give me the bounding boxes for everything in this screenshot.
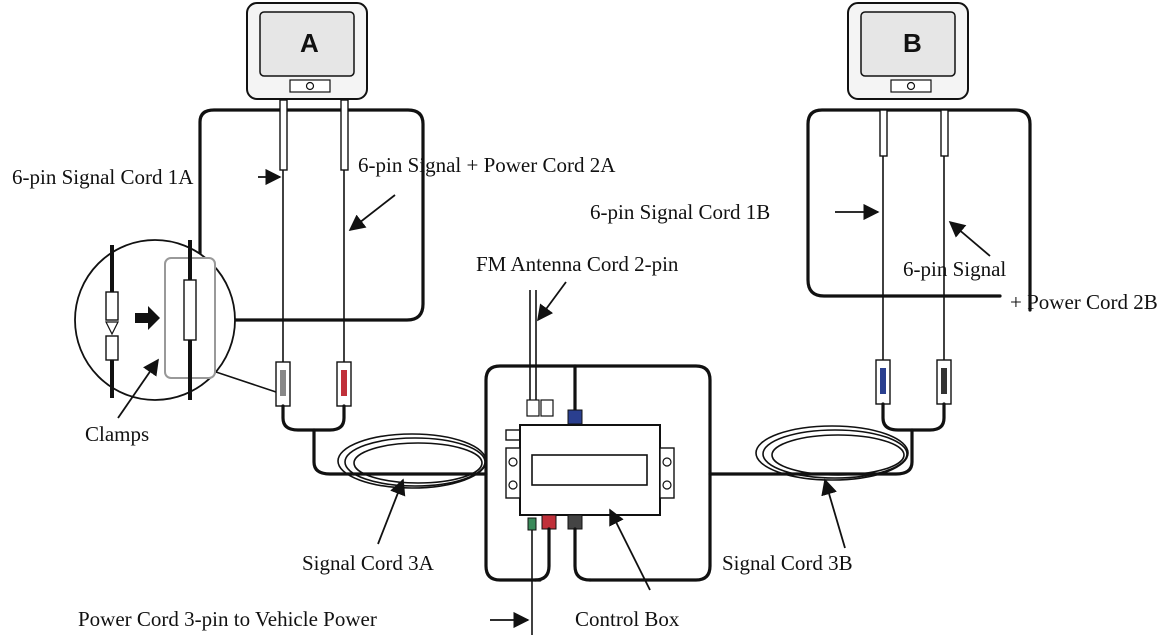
control-box bbox=[505, 424, 675, 516]
control-box-loop bbox=[484, 364, 712, 582]
label-fm-antenna: FM Antenna Cord 2-pin bbox=[476, 252, 679, 276]
coil-3b bbox=[755, 425, 909, 481]
coil-3a bbox=[337, 433, 487, 489]
cable-loop-a bbox=[198, 108, 425, 322]
label-clamps: Clamps bbox=[85, 422, 149, 446]
cords-b bbox=[708, 109, 952, 476]
cable-loop-b bbox=[806, 108, 1032, 312]
label-power-cord: Power Cord 3-pin to Vehicle Power bbox=[78, 607, 377, 631]
label-signal-cord-1a: 6-pin Signal Cord 1A bbox=[12, 165, 194, 189]
label-signal-cord-3b: Signal Cord 3B bbox=[722, 551, 853, 575]
monitor-a-letter: A bbox=[300, 28, 319, 58]
label-signal-power-cord-2b-line2: + Power Cord 2B bbox=[1010, 290, 1158, 314]
label-signal-cord-1b: 6-pin Signal Cord 1B bbox=[590, 200, 770, 224]
cords-a bbox=[275, 99, 488, 476]
label-signal-power-cord-2b-line1: 6-pin Signal bbox=[903, 257, 1006, 281]
label-signal-cord-3a: Signal Cord 3A bbox=[302, 551, 435, 575]
monitor-b: B bbox=[847, 2, 969, 100]
label-control-box: Control Box bbox=[575, 607, 680, 631]
monitor-b-letter: B bbox=[903, 28, 922, 58]
clamp-detail bbox=[74, 239, 277, 401]
label-signal-power-cord-2a: 6-pin Signal + Power Cord 2A bbox=[358, 153, 616, 177]
monitor-a: A bbox=[246, 2, 368, 100]
